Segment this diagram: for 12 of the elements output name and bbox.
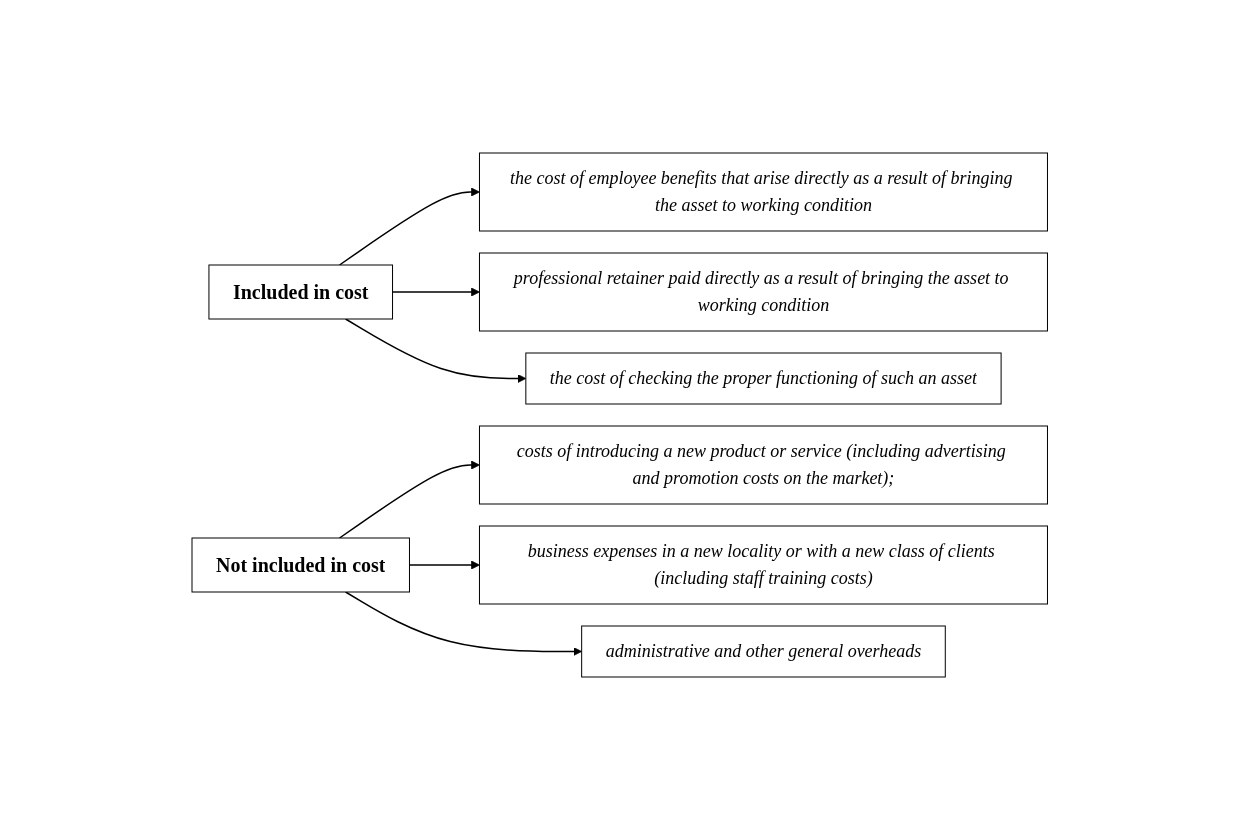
node-box: Included in cost <box>208 264 394 320</box>
arrow <box>339 460 481 539</box>
node-box: Not included in cost <box>191 537 411 593</box>
node-box: professional retainer paid directly as a result of bringing the asset to working condition <box>479 252 1049 332</box>
arrow <box>345 318 527 383</box>
arrow <box>339 187 481 266</box>
node-box: business expenses in a new locality or with a new class of clients (including staff training costs) <box>479 525 1049 605</box>
node-box: costs of introducing a new product or service (including advertising and promotion costs on the market); <box>479 425 1049 505</box>
node-box: the cost of employee benefits that arise directly as a result of bringing the asset to working condition <box>479 152 1049 232</box>
node-box: the cost of checking the proper functioning of such an asset <box>525 352 1002 405</box>
node-box: administrative and other general overheads <box>581 625 947 678</box>
arrow <box>345 591 583 656</box>
